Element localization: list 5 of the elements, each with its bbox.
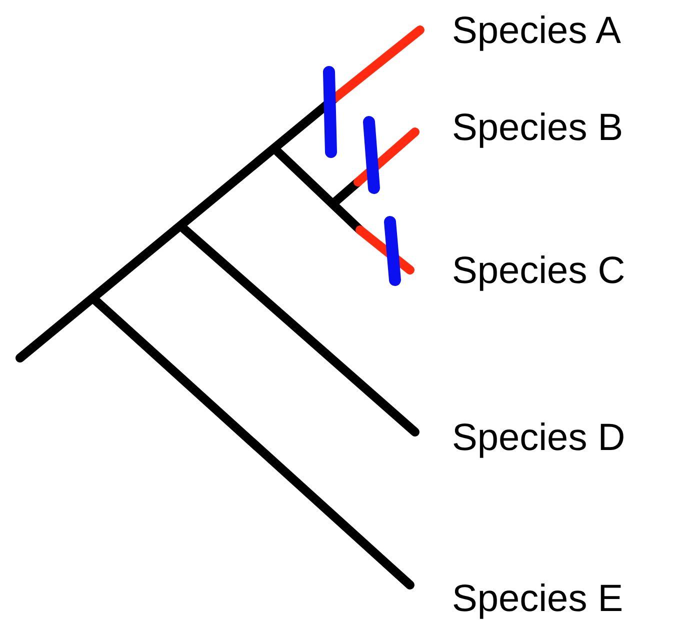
species-label: Species E [452,580,624,618]
species-label: Species C [452,252,626,290]
species-label: Species B [452,109,624,147]
species-label: Species D [452,419,626,457]
species-label: Species A [452,12,621,50]
